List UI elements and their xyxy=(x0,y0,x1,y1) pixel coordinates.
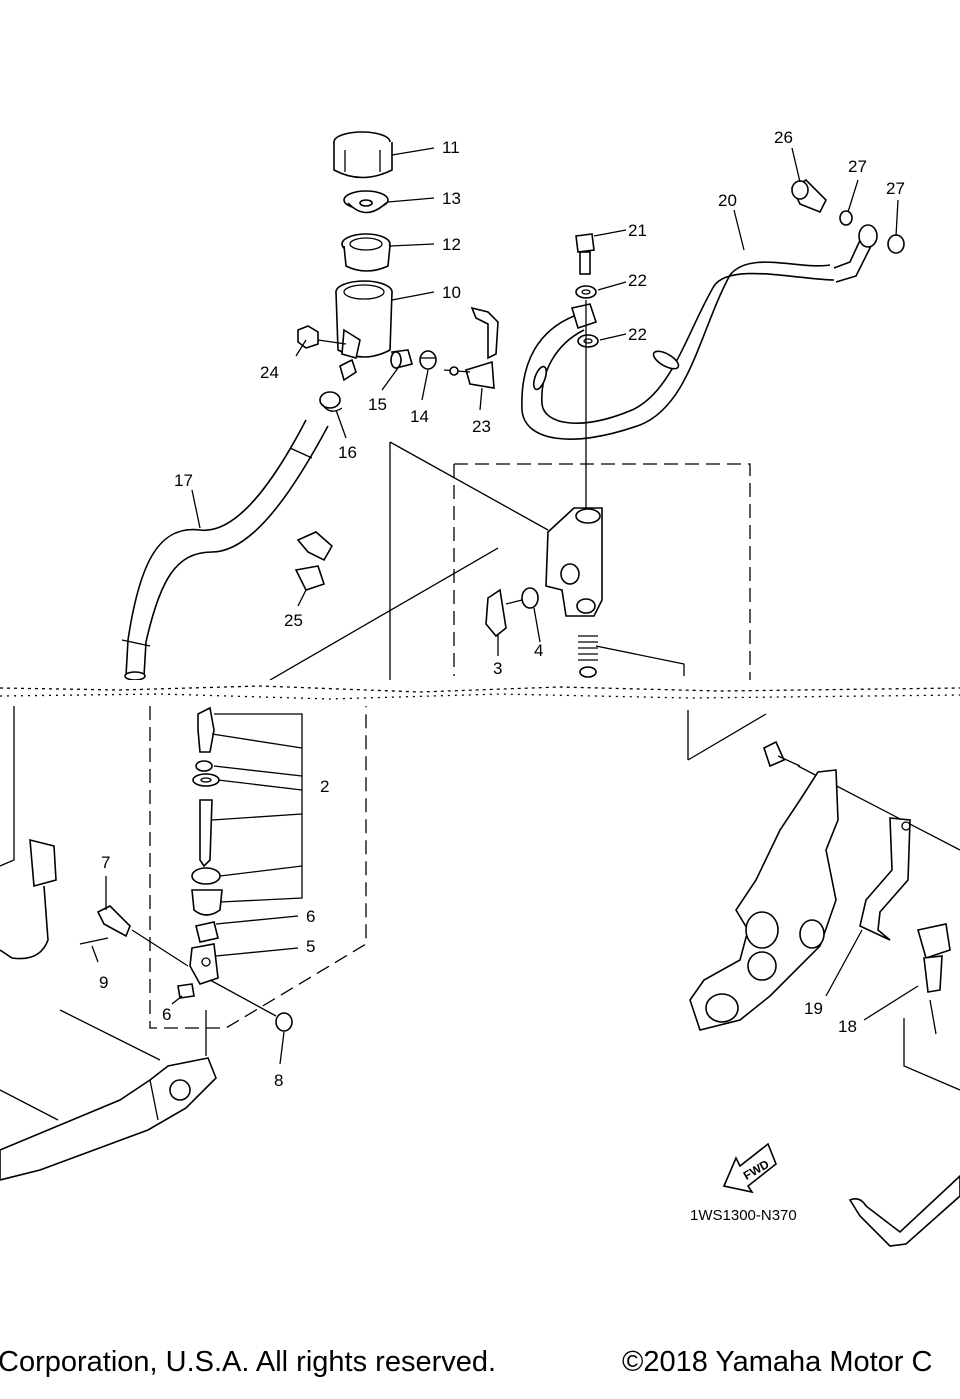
grommet-15[interactable] xyxy=(390,349,413,369)
callout-22a: 22 xyxy=(628,271,647,290)
copyright-right: ©2018 Yamaha Motor C xyxy=(622,1346,933,1378)
callout-26: 26 xyxy=(774,128,793,147)
reservoir-hose[interactable] xyxy=(121,419,329,681)
reservoir-tank[interactable] xyxy=(317,280,393,360)
callout-12: 12 xyxy=(442,235,461,254)
copyright-left: Corporation, U.S.A. All rights reserved. xyxy=(0,1346,497,1378)
brake-rod-right[interactable] xyxy=(848,1174,960,1247)
spring[interactable] xyxy=(578,635,598,678)
callout-7: 7 xyxy=(101,853,110,872)
callout-6b: 6 xyxy=(162,1005,171,1024)
brake-hose[interactable] xyxy=(521,224,878,440)
hose-clamp-25[interactable] xyxy=(294,531,334,591)
push-rod-kit[interactable] xyxy=(191,706,303,943)
fwd-arrow: FWD xyxy=(722,1142,777,1194)
callout-9: 9 xyxy=(99,973,108,992)
callout-21: 21 xyxy=(628,221,647,240)
cotter-pin-9[interactable] xyxy=(79,937,109,945)
bracket-23[interactable] xyxy=(443,306,499,389)
callout-6a: 6 xyxy=(306,907,315,926)
gasket-27a[interactable] xyxy=(839,210,853,226)
leader-lines xyxy=(91,147,919,1065)
nut-6-lower[interactable] xyxy=(177,983,195,999)
reservoir-cap[interactable] xyxy=(333,131,393,179)
pin-7[interactable] xyxy=(96,905,131,938)
callout-25: 25 xyxy=(284,611,303,630)
union-bolt-26[interactable] xyxy=(790,179,827,214)
callout-14: 14 xyxy=(410,407,429,426)
hose-joint-3[interactable] xyxy=(485,588,507,638)
oring-4[interactable] xyxy=(505,587,539,609)
footrest-bracket[interactable] xyxy=(689,769,839,1031)
master-cylinder[interactable] xyxy=(545,507,603,617)
washer-8[interactable] xyxy=(275,1012,293,1032)
callout-10: 10 xyxy=(442,283,461,302)
callout-4: 4 xyxy=(534,641,543,660)
callout-labels: 11 13 12 10 24 15 14 23 16 17 25 3 4 26 … xyxy=(99,128,905,1090)
callout-16: 16 xyxy=(338,443,357,462)
rear-brake-switch-18[interactable] xyxy=(916,923,951,1035)
callout-5: 5 xyxy=(306,937,315,956)
brake-pedal[interactable] xyxy=(0,1057,217,1181)
callout-22b: 22 xyxy=(628,325,647,344)
callout-20: 20 xyxy=(718,191,737,210)
bolt-21[interactable] xyxy=(575,233,595,275)
clip-16[interactable] xyxy=(319,391,343,412)
callout-19: 19 xyxy=(804,999,823,1018)
clevis-5[interactable] xyxy=(189,943,219,985)
diagram-code: 1WS1300-N370 xyxy=(690,1207,797,1224)
callout-8: 8 xyxy=(274,1071,283,1090)
callout-2: 2 xyxy=(320,777,329,796)
callout-23: 23 xyxy=(472,417,491,436)
callout-27a: 27 xyxy=(848,157,867,176)
hose-fitting[interactable] xyxy=(339,358,357,382)
collar-14[interactable] xyxy=(419,350,437,370)
diaphragm[interactable] xyxy=(341,233,391,272)
callout-27b: 27 xyxy=(886,179,905,198)
callout-17: 17 xyxy=(174,471,193,490)
callout-13: 13 xyxy=(442,189,461,208)
gasket-22a[interactable] xyxy=(575,285,597,299)
switch-bracket-19[interactable] xyxy=(859,817,911,941)
diaphragm-plate[interactable] xyxy=(343,190,389,214)
bolt-right[interactable] xyxy=(763,740,801,768)
callout-11: 11 xyxy=(442,138,460,157)
nut-24[interactable] xyxy=(297,325,319,349)
gasket-22b[interactable] xyxy=(577,334,599,348)
callout-15: 15 xyxy=(368,395,387,414)
callout-18: 18 xyxy=(838,1017,857,1036)
brake-switch-connector[interactable] xyxy=(0,838,57,960)
callout-3: 3 xyxy=(493,659,502,678)
gasket-27b[interactable] xyxy=(887,234,905,254)
callout-24: 24 xyxy=(260,363,279,382)
